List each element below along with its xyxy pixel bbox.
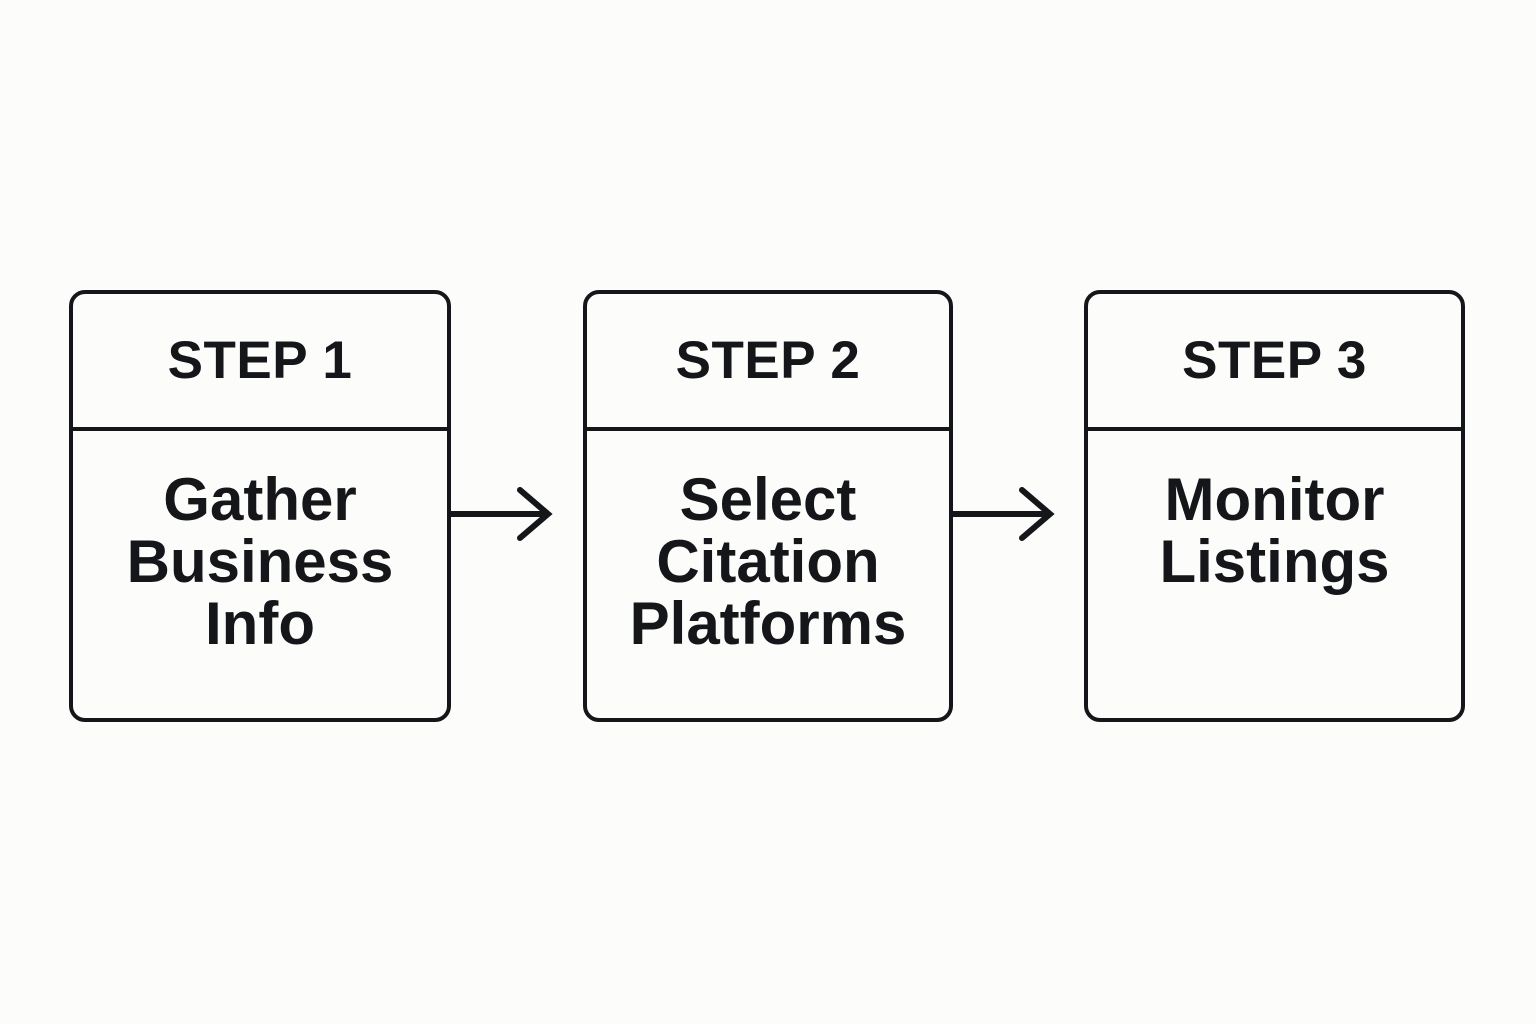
step-1-header: STEP 1: [73, 294, 447, 431]
step-1-header-label: STEP 1: [167, 331, 353, 390]
step-1-body: Gather Business Info: [73, 431, 447, 718]
step-2-header-label: STEP 2: [675, 331, 861, 390]
step-box-3[interactable]: STEP 3 Monitor Listings: [1084, 290, 1465, 722]
step-3-body: Monitor Listings: [1088, 431, 1461, 718]
step-1-body-label: Gather Business Info: [126, 466, 394, 657]
step-box-2[interactable]: STEP 2 Select Citation Platforms: [583, 290, 953, 722]
step-2-body-label: Select Citation Platforms: [629, 466, 907, 657]
step-3-body-label: Monitor Listings: [1159, 466, 1390, 595]
step-3-header-label: STEP 3: [1182, 331, 1367, 390]
step-box-1[interactable]: STEP 1 Gather Business Info: [69, 290, 451, 722]
arrow-right-icon-1: [448, 478, 558, 550]
step-2-header: STEP 2: [587, 294, 949, 431]
step-3-header: STEP 3: [1088, 294, 1461, 431]
step-2-body: Select Citation Platforms: [587, 431, 949, 718]
arrow-right-icon-2: [950, 478, 1060, 550]
